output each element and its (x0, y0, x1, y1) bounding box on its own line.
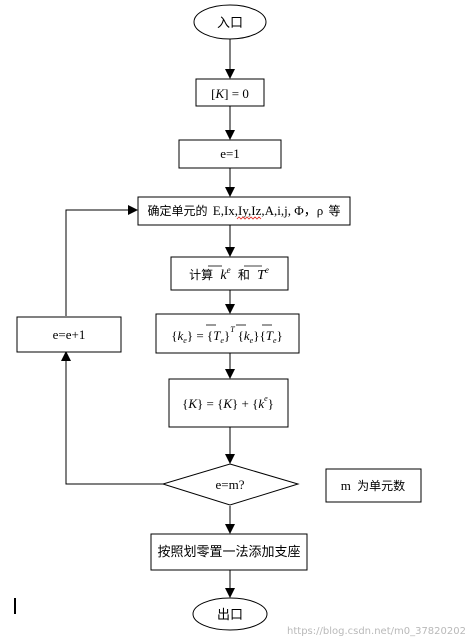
note-box: m 为单元数 (325, 468, 422, 503)
arrow-check-to-increment (61, 351, 163, 485)
spellcheck-squiggle (236, 216, 262, 220)
start-label: 入口 (217, 15, 243, 30)
compute-label: 计算 ke 和 Te (189, 261, 269, 283)
end-label: 出口 (217, 607, 243, 622)
check-decision: e=m? (161, 463, 300, 506)
end-terminal: 出口 (192, 597, 268, 631)
k-init-label: [K] = 0 (211, 86, 249, 101)
e-init-label: e=1 (220, 146, 240, 161)
arrow-increment-to-determine (65, 205, 138, 316)
note-label: m 为单元数 (341, 478, 405, 493)
increment-label: e=e+1 (53, 327, 86, 342)
watermark: https://blog.csdn.net/m0_37820202 (287, 626, 466, 637)
connectors (61, 39, 235, 598)
k-init-box: [K] = 0 (195, 78, 265, 107)
transform-equation: {ke} = {Te}T{ke}{Te} (171, 325, 283, 345)
transform-box: {ke} = {Te}T{ke}{Te} (155, 313, 300, 354)
compute-box: 计算 ke 和 Te (170, 256, 289, 291)
e-init-box: e=1 (178, 139, 282, 169)
determine-properties-box: 确定单元的 E,Ix,Iy,Iz,A,i,j, Φ，ρ 等 (137, 196, 351, 226)
determine-properties-label: 确定单元的 E,Ix,Iy,Iz,A,i,j, Φ，ρ 等 (148, 203, 341, 218)
start-terminal: 入口 (193, 4, 267, 40)
check-label: e=m? (216, 477, 245, 492)
assemble-box: {K} = {K} + {ke} (168, 378, 289, 428)
constraint-label: 按照划零置一法添加支座 (157, 544, 300, 559)
increment-box: e=e+1 (16, 316, 122, 353)
constraint-box: 按照划零置一法添加支座 (150, 533, 308, 571)
assemble-equation: {K} = {K} + {ke} (182, 394, 274, 411)
